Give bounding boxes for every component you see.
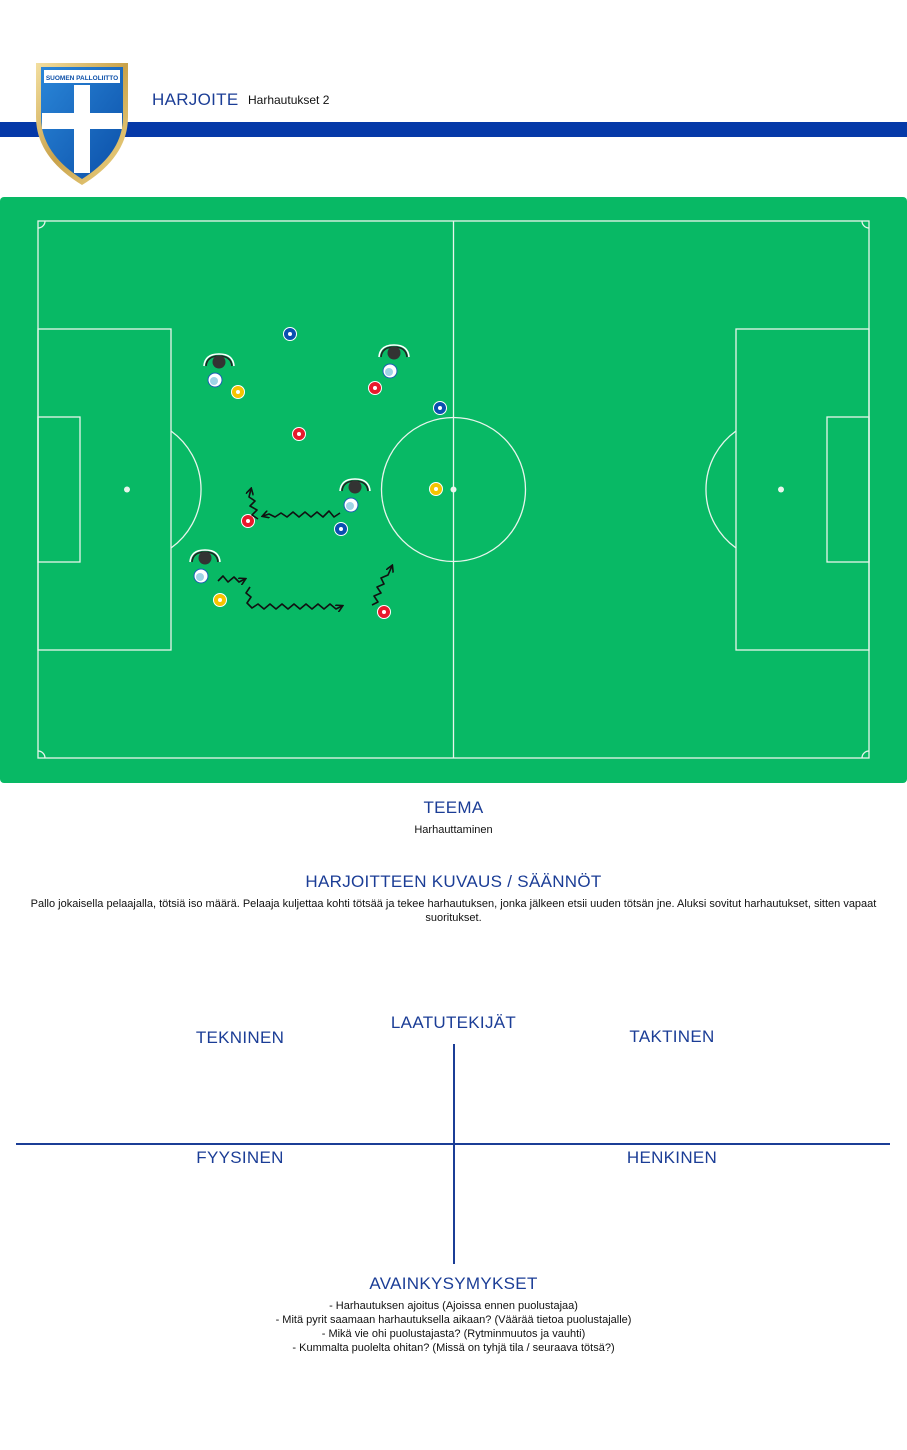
- header-band: [0, 122, 907, 137]
- pitch-svg: [37, 220, 870, 759]
- key-question-item: - Mitä pyrit saamaan harhautuksella aika…: [275, 1314, 632, 1326]
- logo-text: SUOMEN PALLOLIITTO: [46, 75, 118, 82]
- federation-logo: SUOMEN PALLOLIITTO: [36, 63, 128, 185]
- key-question-item: - Harhautuksen ajoitus (Ajoissa ennen pu…: [329, 1300, 578, 1312]
- quality-vertical-divider: [453, 1044, 455, 1264]
- quality-mental: HENKINEN: [626, 1148, 718, 1167]
- page-title: HARJOITE: [152, 90, 239, 109]
- description-text: Pallo jokaisella pelaajalla, tötsiä iso …: [30, 898, 877, 924]
- exercise-name: Harhautukset 2: [248, 93, 330, 107]
- quality-physical: FYYSINEN: [196, 1148, 284, 1167]
- quality-horizontal-divider: [16, 1143, 890, 1145]
- key-questions-heading: AVAINKYSYMYKSET: [369, 1274, 538, 1293]
- key-question-item: - Kummalta puolelta ohitan? (Missä on ty…: [292, 1342, 615, 1354]
- quality-tactical: TAKTINEN: [629, 1027, 715, 1046]
- theme-heading: TEEMA: [423, 798, 484, 817]
- description-heading: HARJOITTEEN KUVAUS / SÄÄNNÖT: [305, 872, 602, 891]
- key-question-item: - Mikä vie ohi puolustajasta? (Rytminmuu…: [321, 1328, 586, 1340]
- theme-value: Harhauttaminen: [414, 824, 493, 836]
- key-questions-list: - Harhautuksen ajoitus (Ajoissa ennen pu…: [0, 1299, 907, 1355]
- quality-heading: LAATUTEKIJÄT: [390, 1013, 517, 1032]
- pitch-diagram: [0, 197, 907, 783]
- quality-technical: TEKNINEN: [195, 1028, 285, 1047]
